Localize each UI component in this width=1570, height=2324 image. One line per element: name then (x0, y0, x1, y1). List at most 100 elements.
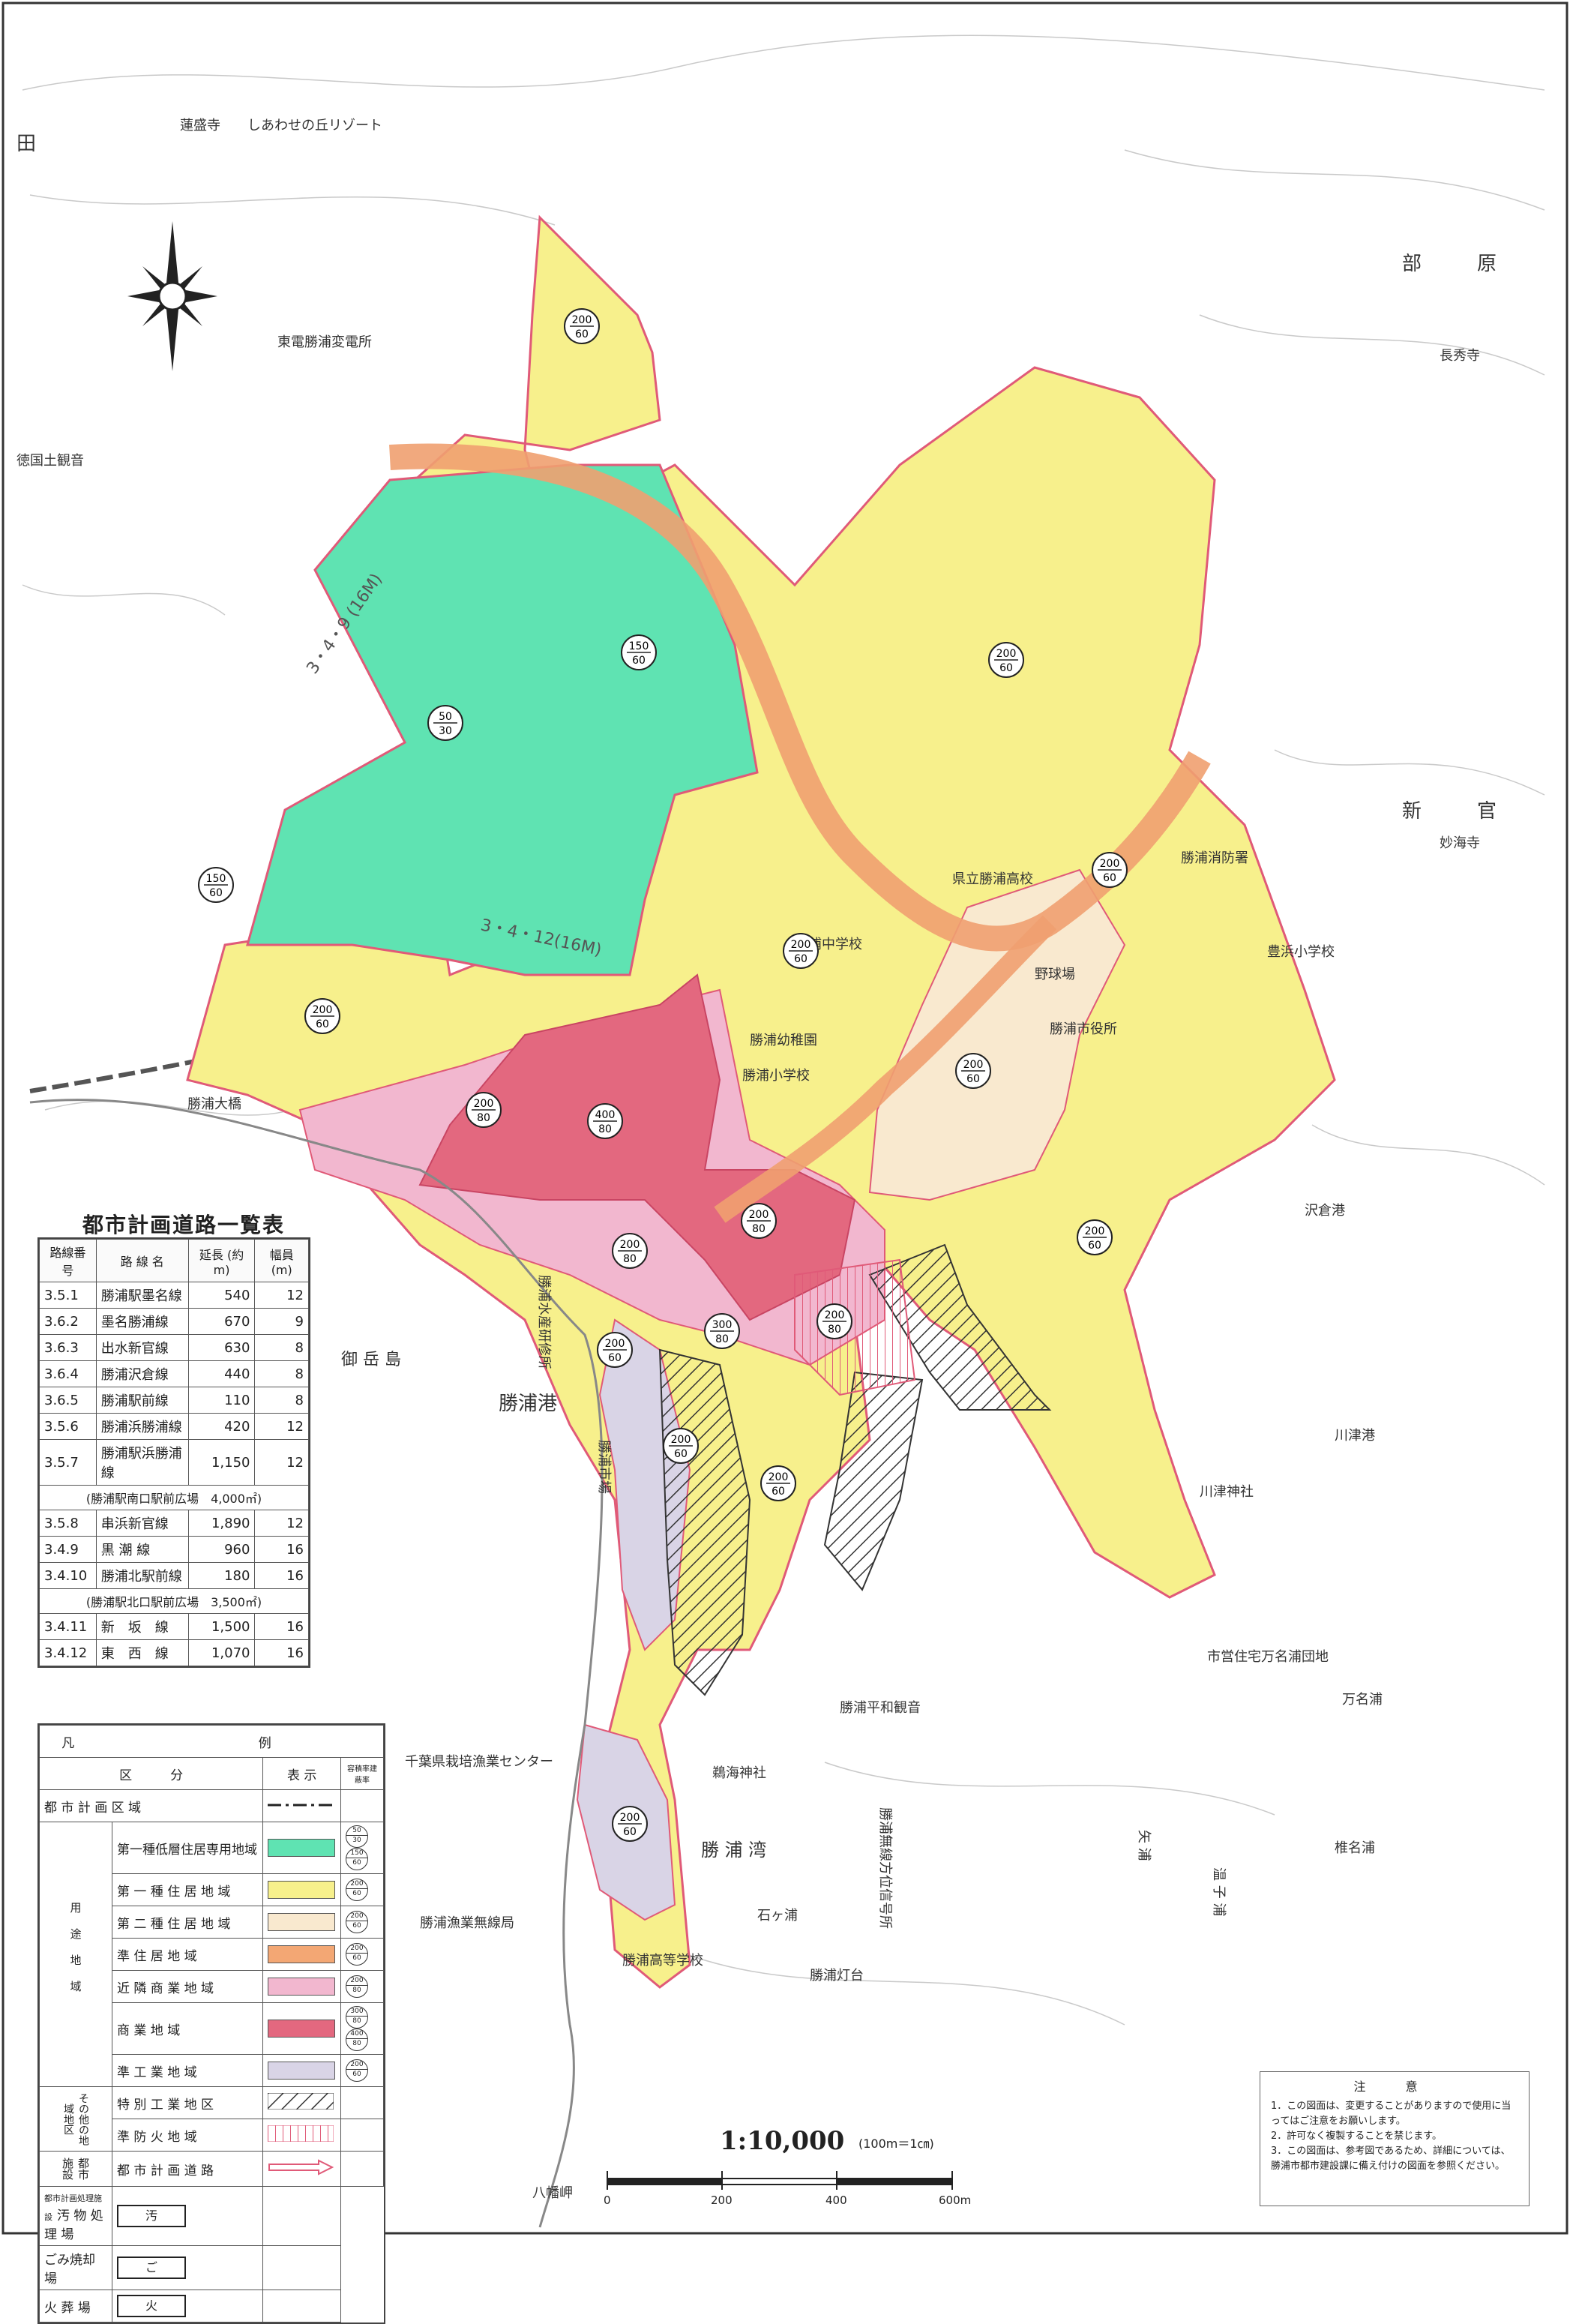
legend-item-label: 準 工 業 地 域 (111, 2054, 264, 2087)
road-table-cell: 勝浦駅墨名線 (95, 1282, 189, 1309)
scale-tick: 600m (939, 2194, 972, 2207)
road-table-cell: 8 (254, 1360, 309, 1387)
place-label: 八幡岬 (532, 2185, 573, 2201)
legend-empty-cell (262, 2245, 341, 2290)
scale-tick: 200 (711, 2194, 733, 2207)
place-label: 田 (16, 133, 36, 155)
road-table-header: 幅員 (m) (254, 1239, 309, 1282)
badge-coverage-ratio: 60 (674, 1448, 688, 1460)
badge-floor-ratio: 200 (1085, 1225, 1105, 1237)
place-label: 勝浦港 (499, 1393, 557, 1415)
road-table-cell: 新 坂 線 (95, 1613, 189, 1640)
badge-coverage-ratio: 60 (772, 1486, 785, 1498)
legend-stripe-swatch (262, 2119, 341, 2152)
badge-coverage-ratio: 60 (794, 953, 807, 965)
legend-color-swatch (262, 1822, 341, 1874)
road-table-cell: 勝浦沢倉線 (95, 1360, 189, 1387)
place-label: 野球場 (1035, 967, 1075, 982)
legend-group-facility: 都市施設 (39, 2151, 112, 2187)
badge-floor-ratio: 200 (572, 314, 592, 326)
road-table-cell: 8 (254, 1334, 309, 1361)
zoning-badges: 2006015060503020060150602006020060200602… (198, 308, 1128, 1842)
road-table-cell: 勝浦駅浜勝浦線 (95, 1439, 189, 1486)
road-table-cell: 960 (187, 1536, 256, 1563)
place-label: 川津港 (1335, 1428, 1375, 1444)
place-label: 石ヶ浦 (757, 1908, 798, 1924)
badge-floor-ratio: 400 (595, 1109, 616, 1121)
badge-floor-ratio: 200 (313, 1004, 333, 1016)
road-table-cell: 3.5.7 (39, 1439, 97, 1486)
road-table-note: (勝浦駅南口駅前広場 4,000㎡) (39, 1485, 309, 1510)
road-table-cell: 630 (187, 1334, 256, 1361)
place-label: 勝浦小学校 (742, 1068, 810, 1084)
legend-empty-cell (340, 2086, 384, 2119)
road-kuroshio (389, 443, 1211, 952)
place-label: 勝 浦 湾 (701, 1840, 766, 1861)
badge-coverage-ratio: 30 (439, 725, 452, 737)
badge-floor-ratio: 200 (996, 648, 1017, 660)
legend-empty-cell (340, 2151, 384, 2187)
badge-coverage-ratio: 60 (1088, 1240, 1101, 1252)
road-table-cell: 3.4.12 (39, 1639, 97, 1666)
badge-coverage-ratio: 80 (623, 1253, 637, 1265)
legend-empty-cell (340, 2119, 384, 2152)
legend-color-swatch (262, 1938, 341, 1971)
road-table-cell: 1,070 (187, 1639, 256, 1666)
road-table-cell: 9 (254, 1308, 309, 1335)
road-table-cell: 12 (254, 1282, 309, 1309)
scale-ratio: 1:10,000 (720, 2126, 845, 2156)
badge-coverage-ratio: 80 (715, 1333, 729, 1345)
place-label: 勝浦高等学校 (622, 1953, 703, 1969)
legend-item-label: 第 一 種 住 居 地 域 (111, 1873, 264, 1906)
legend-color-swatch (262, 1970, 341, 2003)
quasi-fire-zone (794, 1258, 916, 1396)
road-table-cell: 8 (254, 1387, 309, 1414)
road-table-cell: 16 (254, 1536, 309, 1563)
road-table-cell: 12 (254, 1510, 309, 1537)
badge-floor-ratio: 200 (620, 1812, 640, 1824)
place-label: 勝浦大橋 (187, 1096, 241, 1112)
legend-item-label: 都 市 計 画 道 路 (111, 2151, 264, 2187)
place-label: 原 (1477, 253, 1497, 275)
badge-coverage-ratio: 60 (966, 1073, 980, 1085)
road-table-cell: 16 (254, 1613, 309, 1640)
place-labels: しあわせの丘リゾート 蓮盛寺 東電勝浦変電所 徳国土観音 田 部 原 長秀寺 新… (16, 118, 1497, 2201)
road-table-cell: 440 (187, 1360, 256, 1387)
place-label: 部 (1402, 253, 1422, 275)
badge-floor-ratio: 300 (712, 1319, 733, 1331)
badge-floor-ratio: 200 (769, 1471, 789, 1483)
road-table-cell: 3.5.6 (39, 1413, 97, 1440)
legend-subgroup: 都市計画処理施設 (44, 2194, 102, 2222)
badge-coverage-ratio: 60 (608, 1352, 622, 1364)
legend-facility-symbol: 汚 (111, 2186, 264, 2246)
road-table-cell: 串浜新官線 (95, 1510, 189, 1537)
place-label: 蓮盛寺 (180, 118, 220, 133)
legend-color-swatch (262, 2054, 341, 2087)
road-table-cell: 16 (254, 1639, 309, 1666)
legend-group-other: その他の地域地区 (39, 2086, 112, 2152)
place-label: 勝浦消防署 (1181, 850, 1248, 866)
